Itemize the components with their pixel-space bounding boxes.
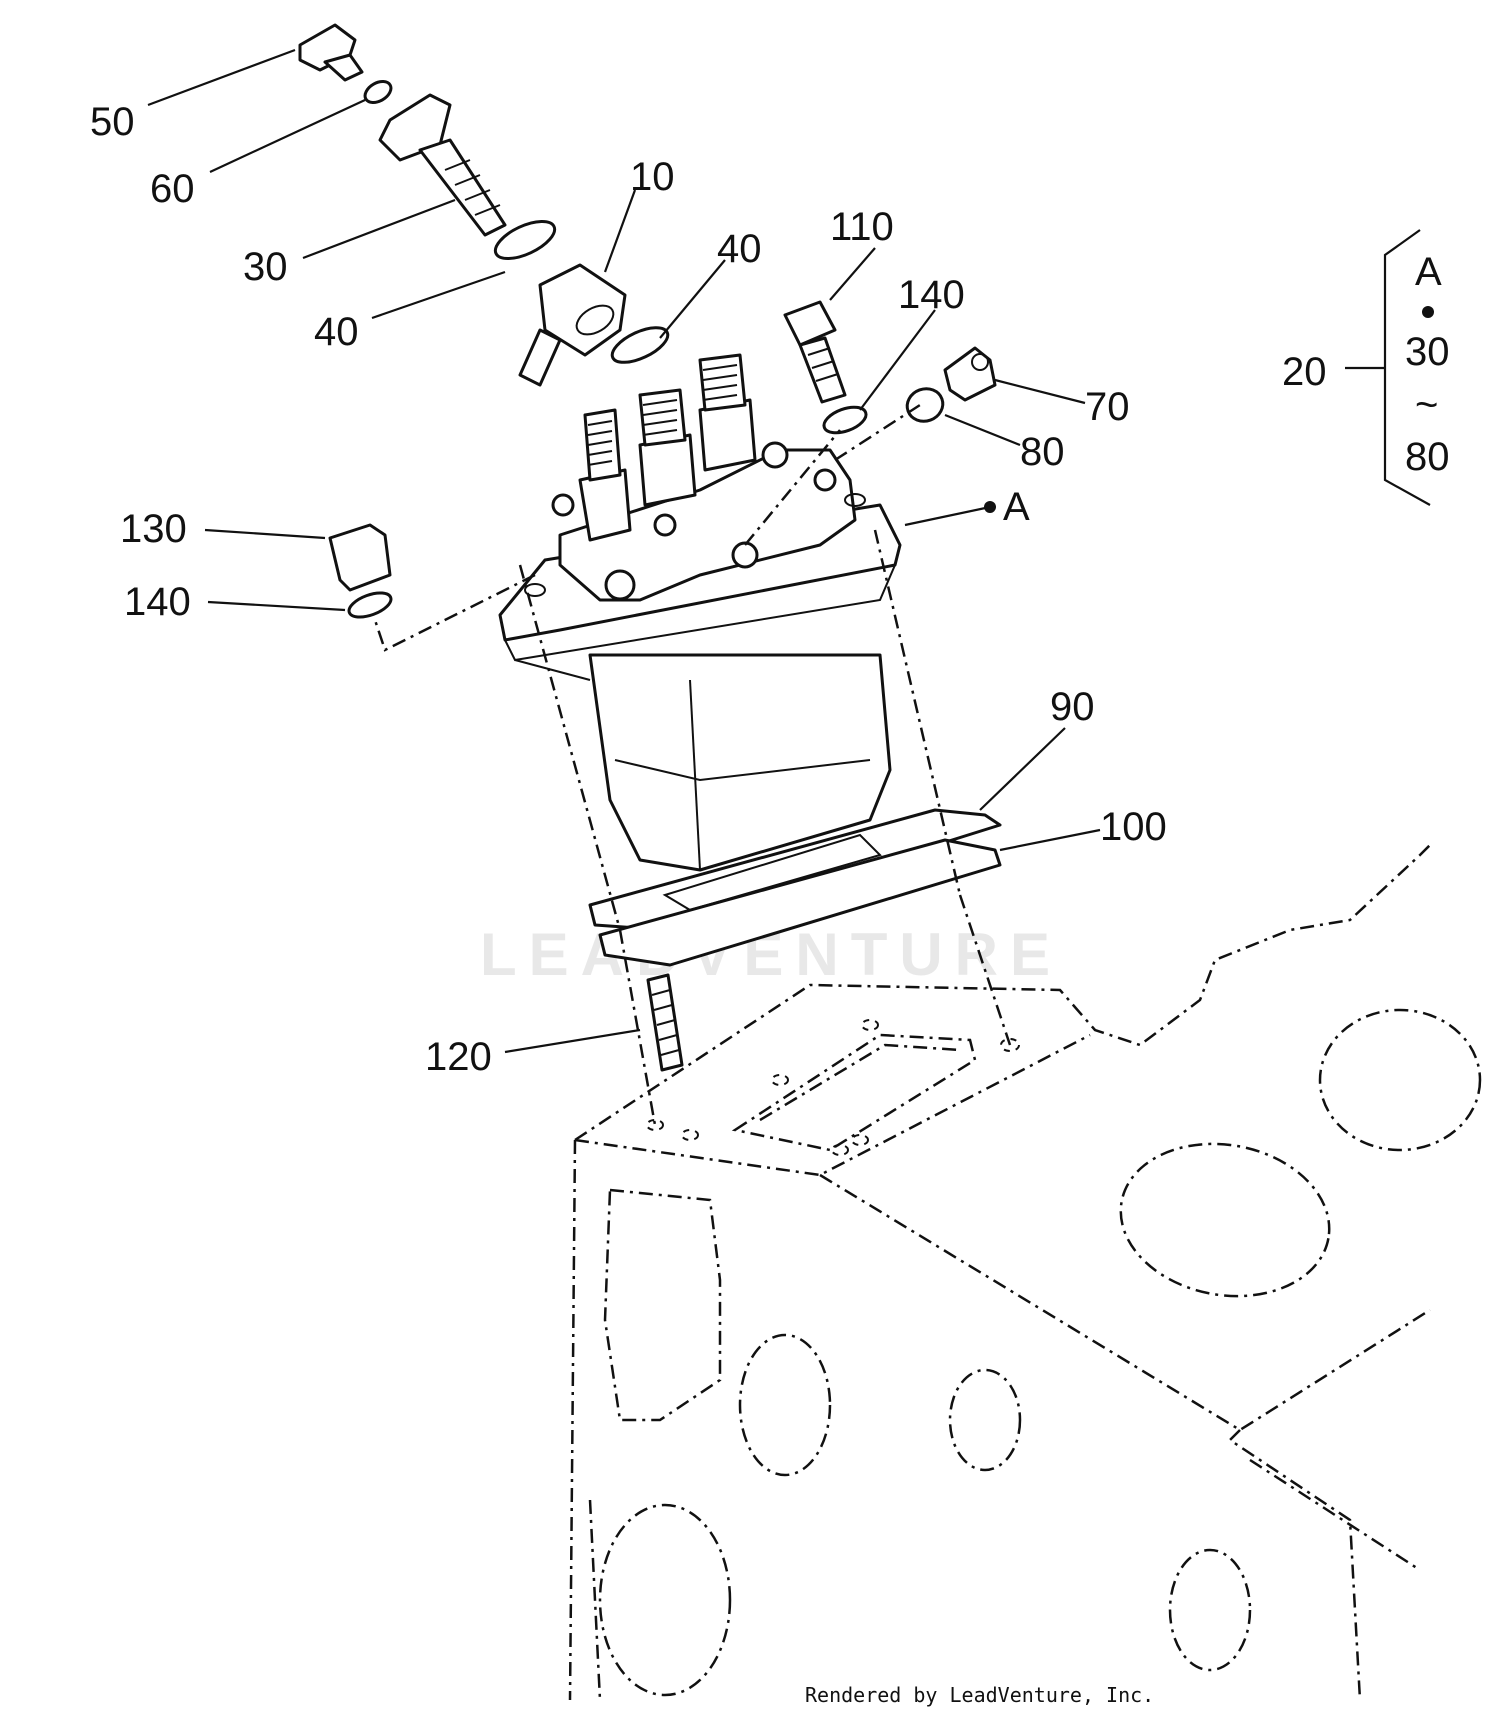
kit-range-end: 80 bbox=[1405, 435, 1450, 479]
callout-140: 140 bbox=[124, 580, 191, 624]
callout-a: A bbox=[1003, 485, 1030, 529]
callout-120: 120 bbox=[425, 1035, 492, 1079]
callout-70: 70 bbox=[1085, 385, 1130, 429]
injection-pump bbox=[498, 353, 902, 872]
kit-group-header: A bbox=[1415, 250, 1442, 294]
alignment-lines bbox=[373, 403, 1012, 1126]
callout-30: 30 bbox=[243, 245, 288, 289]
small-parts bbox=[298, 23, 1002, 1072]
kit-range-start: 30 bbox=[1405, 330, 1450, 374]
leader-lines bbox=[147, 48, 1431, 1054]
bullet-icon bbox=[1422, 306, 1434, 318]
callout-140: 140 bbox=[898, 273, 965, 317]
callout-40: 40 bbox=[314, 310, 359, 354]
callouts: 50 60 30 40 10 40 110 140 70 80 A 130 14… bbox=[90, 100, 1167, 1079]
engine-block bbox=[568, 844, 1482, 1701]
callout-110: 110 bbox=[830, 205, 894, 249]
callout-130: 130 bbox=[120, 507, 187, 551]
callout-10: 10 bbox=[630, 155, 675, 199]
kit-range-separator: ~ bbox=[1415, 383, 1438, 427]
callout-60: 60 bbox=[150, 167, 195, 211]
kit-group-legend: 20 A 30 ~ 80 bbox=[1282, 250, 1450, 479]
callout-90: 90 bbox=[1050, 685, 1095, 729]
callout-50: 50 bbox=[90, 100, 135, 144]
callout-80: 80 bbox=[1020, 430, 1065, 474]
callout-40: 40 bbox=[717, 227, 762, 271]
footer-credit: Rendered by LeadVenture, Inc. bbox=[805, 1683, 1154, 1707]
callout-100: 100 bbox=[1100, 805, 1167, 849]
kit-group-label: 20 bbox=[1282, 350, 1327, 394]
